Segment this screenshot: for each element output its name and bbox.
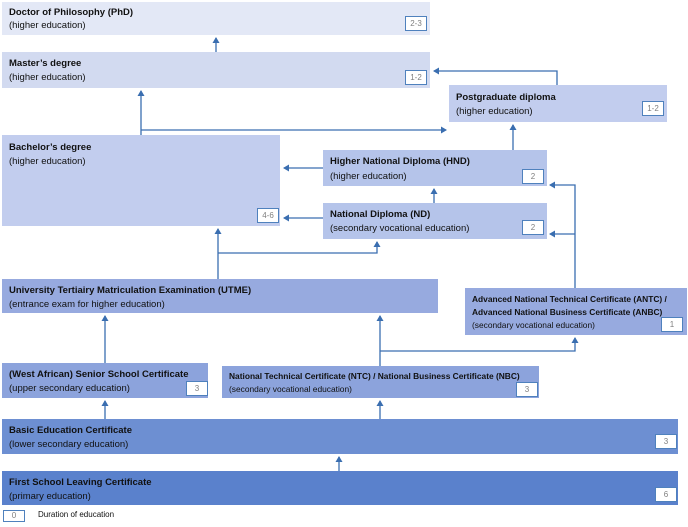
postgrad-subtitle: (higher education) (456, 106, 533, 117)
antc-subtitle: (secondary vocational education) (472, 320, 595, 330)
basic-subtitle: (lower secondary education) (9, 439, 129, 450)
masters-title: Master’s degree (9, 58, 82, 69)
postgrad-box: Postgraduate diploma (higher education) … (449, 85, 667, 122)
bachelors-box: Bachelor’s degree (higher education) 4-6 (2, 135, 280, 226)
phd-title: Doctor of Philosophy (PhD) (9, 7, 134, 18)
ssc-title: (West African) Senior School Certificate (9, 369, 189, 380)
hnd-box: Higher National Diploma (HND) (higher ed… (323, 150, 547, 186)
masters-subtitle: (higher education) (9, 72, 86, 83)
nd-title: National Diploma (ND) (330, 209, 431, 220)
antc-box: Advanced National Technical Certificate … (465, 288, 687, 335)
nd-duration-badge: 2 (522, 220, 544, 235)
utme-box: University Tertiairy Matriculation Exami… (2, 279, 438, 313)
nd-subtitle: (secondary vocational education) (330, 223, 470, 234)
fslc-subtitle: (primary education) (9, 491, 91, 502)
basic-duration-badge: 3 (655, 434, 677, 449)
antc-title-line1: Advanced National Technical Certificate … (472, 294, 667, 304)
masters-duration-badge: 1-2 (405, 70, 427, 85)
postgrad-title: Postgraduate diploma (456, 92, 556, 103)
phd-box: Doctor of Philosophy (PhD) (higher educa… (2, 2, 430, 35)
masters-box: Master’s degree (higher education) 1-2 (2, 52, 430, 88)
arrow-ntc-to-antc (380, 337, 579, 352)
ntc-subtitle: (secondary vocational education) (229, 384, 352, 394)
ntc-duration-badge: 3 (516, 382, 538, 397)
fslc-box: First School Leaving Certificate (primar… (2, 471, 678, 505)
phd-subtitle: (higher education) (9, 20, 86, 31)
ssc-subtitle: (upper secondary education) (9, 383, 130, 394)
fslc-title: First School Leaving Certificate (9, 477, 152, 488)
antc-duration-badge: 1 (661, 317, 683, 332)
fslc-duration-badge: 6 (655, 487, 677, 502)
bachelors-subtitle: (higher education) (9, 156, 86, 167)
hnd-subtitle: (higher education) (330, 171, 407, 182)
bachelors-duration-badge: 4-6 (257, 208, 279, 223)
antc-title-line2: Advanced National Business Certificate (… (472, 307, 663, 317)
arrow-antc-to-hnd (549, 181, 576, 288)
arrow-postgrad-to-masters (433, 67, 558, 85)
bachelors-title: Bachelor’s degree (9, 142, 92, 153)
utme-title: University Tertiairy Matriculation Exami… (9, 285, 252, 296)
ntc-box: National Technical Certificate (NTC) / N… (222, 366, 539, 398)
hnd-title: Higher National Diploma (HND) (330, 156, 470, 167)
phd-duration-badge: 2-3 (405, 16, 427, 31)
utme-subtitle: (entrance exam for higher education) (9, 299, 165, 310)
postgrad-duration-badge: 1-2 (642, 101, 664, 116)
legend-duration-sample: 0 (3, 510, 25, 522)
basic-title: Basic Education Certificate (9, 425, 133, 436)
hnd-duration-badge: 2 (522, 169, 544, 184)
basic-box: Basic Education Certificate (lower secon… (2, 419, 678, 454)
nd-box: National Diploma (ND) (secondary vocatio… (323, 203, 547, 239)
legend-label: Duration of education (38, 510, 115, 519)
ntc-title: National Technical Certificate (NTC) / N… (229, 371, 520, 381)
ssc-duration-badge: 3 (186, 381, 208, 396)
arrow-utme-to-nd (218, 241, 381, 254)
ssc-box: (West African) Senior School Certificate… (2, 363, 208, 398)
